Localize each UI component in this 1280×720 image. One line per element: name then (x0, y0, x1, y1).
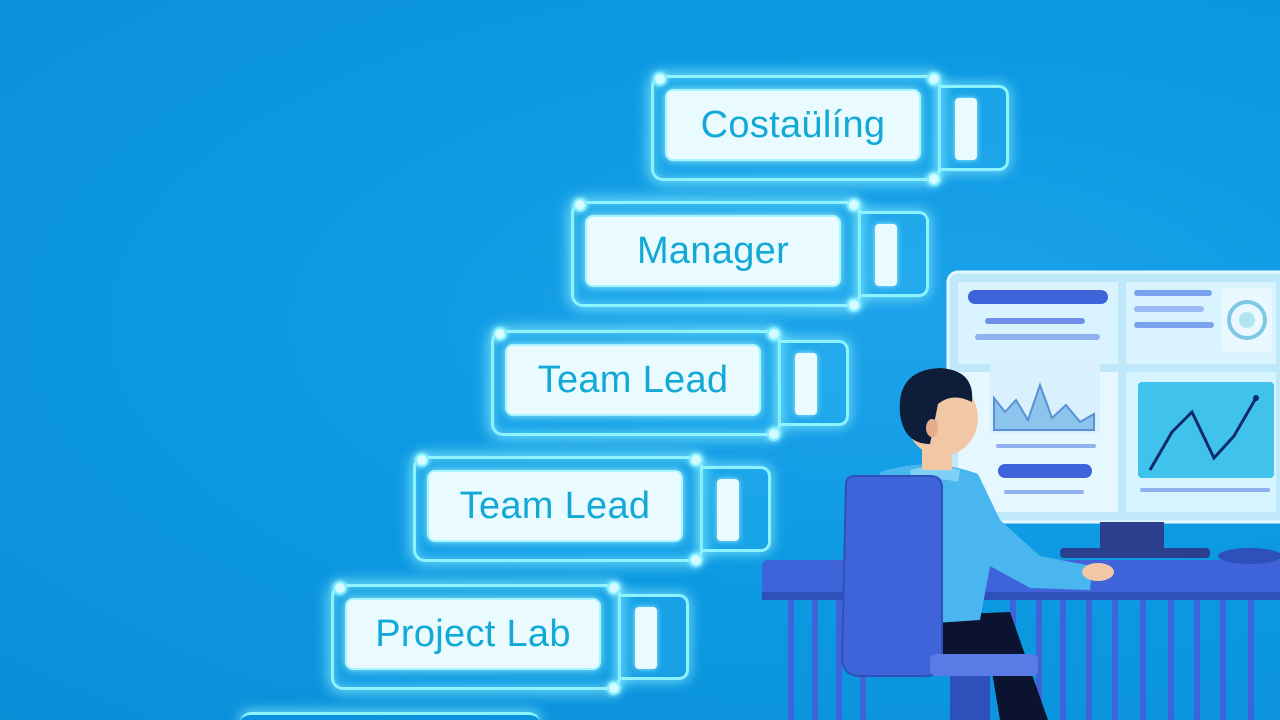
career-step-5: Project Lab (331, 581, 691, 695)
step-label: Manager (636, 229, 790, 272)
step-label: Costaülíng (700, 103, 886, 146)
chair (840, 475, 1038, 720)
career-step-4: Team Lead (413, 453, 773, 567)
rivet (847, 198, 861, 212)
line-chart-icon (1138, 382, 1274, 478)
step-plate: Team Lead (505, 344, 761, 416)
tab-slot (717, 479, 739, 541)
rivet (847, 298, 861, 312)
rivet (767, 427, 781, 441)
step-tab (859, 211, 929, 297)
rivet (927, 172, 941, 186)
step-plate: Project Lab (345, 598, 601, 670)
area-chart-icon (990, 360, 1100, 434)
step-tab (939, 85, 1009, 171)
rivet (653, 72, 667, 86)
rivet (333, 581, 347, 595)
rivet (927, 72, 941, 86)
tab-slot (635, 607, 657, 669)
career-step-2: Manager (571, 198, 931, 312)
step-tab (701, 466, 771, 552)
rivet (689, 453, 703, 467)
career-step-1: Costaülíng (651, 72, 1011, 186)
rivet (767, 327, 781, 341)
step-label: Team Lead (537, 358, 729, 401)
step-tab (779, 340, 849, 426)
monitor-icon (946, 270, 1280, 558)
rivet (415, 453, 429, 467)
step-plate: Manager (585, 215, 841, 287)
career-step-3: Team Lead (491, 327, 851, 441)
tab-slot (955, 98, 977, 160)
rivet (689, 553, 703, 567)
step-plate: Team Lead (427, 470, 683, 542)
rivet (607, 681, 621, 695)
settings-dial-icon (1222, 288, 1272, 352)
step-label: Project Lab (375, 612, 571, 655)
rivet (573, 198, 587, 212)
career-step-partial (240, 712, 540, 720)
tab-slot (875, 224, 897, 286)
rivet (493, 327, 507, 341)
rivet (607, 581, 621, 595)
tab-slot (795, 353, 817, 415)
step-label: Team Lead (459, 484, 651, 527)
step-plate: Costaülíng (665, 89, 921, 161)
step-tab (619, 594, 689, 680)
